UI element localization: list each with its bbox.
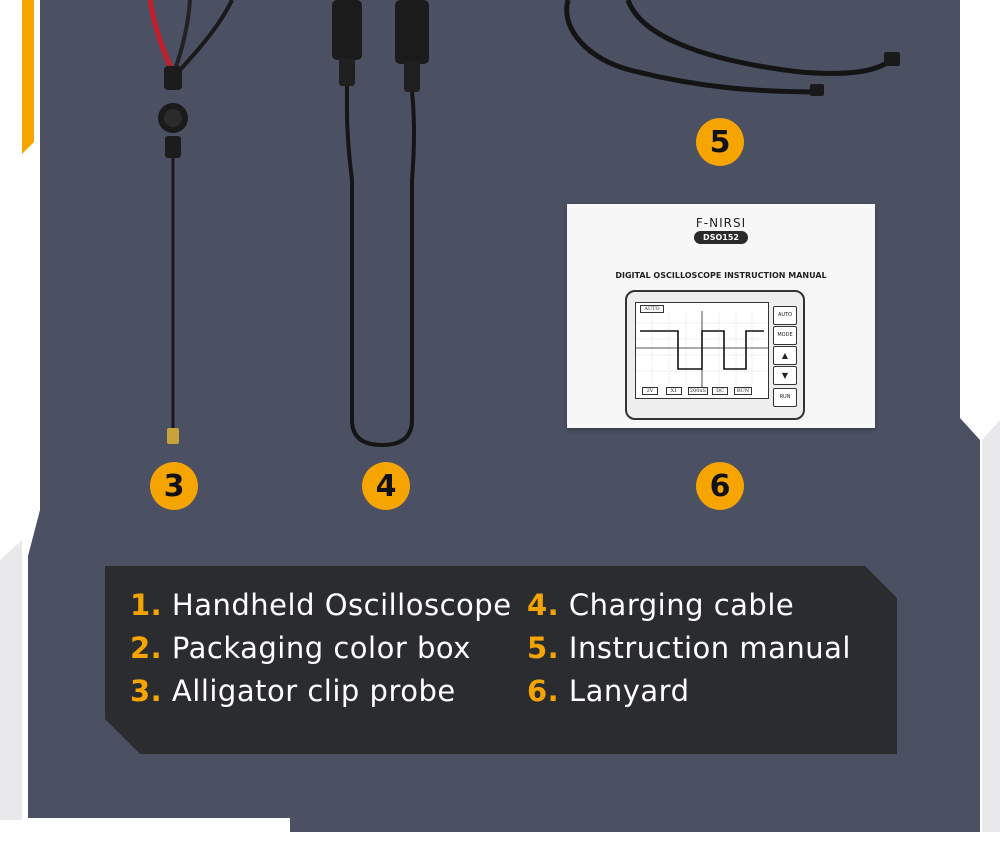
legend-number: 1. — [130, 588, 163, 622]
orange-accent-stripe — [22, 0, 34, 154]
device-button-auto: AUTO — [773, 306, 797, 325]
legend-text: Alligator clip probe — [171, 674, 456, 708]
manual-brand: F-NIRSI — [695, 216, 747, 230]
badge-4: 4 — [362, 462, 410, 510]
gray-corner-right — [982, 420, 1000, 832]
lanyard-image — [564, 0, 900, 96]
orange-accent-stripe-lower — [0, 540, 22, 820]
device-button-up: ▲ — [773, 346, 797, 365]
legend-number: 6. — [527, 674, 560, 708]
legend-number: 4. — [527, 588, 560, 622]
legend-number: 3. — [130, 674, 163, 708]
alligator-probe-image — [147, 0, 234, 444]
legend-text: Handheld Oscilloscope — [171, 588, 512, 622]
legend-item-1: 1. Handheld Oscilloscope — [130, 588, 512, 622]
square-waveform — [636, 311, 768, 387]
legend-item-5: 5. Instruction manual — [527, 631, 851, 665]
oscilloscope-screen: AUTO 2V X1 200uS DC RUN — [635, 302, 769, 399]
screen-mode-label: AUTO — [640, 305, 664, 313]
manual-model-badge: DSO152 — [694, 231, 748, 244]
legend-text: Charging cable — [568, 588, 795, 622]
screen-tag-timebase: 200uS — [688, 387, 708, 395]
device-button-down: ▼ — [773, 366, 797, 385]
legend-number: 5. — [527, 631, 560, 665]
oscilloscope-illustration: AUTO 2V X1 200uS DC RUN AUTO MODE ▲ ▼ RU… — [625, 290, 805, 420]
legend-item-6: 6. Lanyard — [527, 674, 689, 708]
legend-number: 2. — [130, 631, 163, 665]
badge-5: 5 — [696, 118, 744, 166]
legend-text: Instruction manual — [568, 631, 851, 665]
legend-panel — [105, 566, 897, 754]
manual-title: DIGITAL OSCILLOSCOPE INSTRUCTION MANUAL — [615, 271, 827, 280]
screen-tag-volts: 2V — [642, 387, 658, 395]
legend-item-2: 2. Packaging color box — [130, 631, 471, 665]
legend-text: Packaging color box — [171, 631, 471, 665]
legend-text: Lanyard — [568, 674, 690, 708]
screen-tag-coupling: DC — [712, 387, 728, 395]
device-button-run: RUN — [773, 388, 797, 407]
instruction-manual-image: F-NIRSI DSO152 DIGITAL OSCILLOSCOPE INST… — [567, 204, 875, 428]
screen-tag-run: RUN — [734, 387, 752, 395]
device-button-mode: MODE — [773, 326, 797, 345]
badge-6: 6 — [696, 462, 744, 510]
legend-item-3: 3. Alligator clip probe — [130, 674, 456, 708]
charging-cable-image — [332, 0, 429, 448]
screen-tag-probe: X1 — [666, 387, 682, 395]
badge-3: 3 — [150, 462, 198, 510]
legend-item-4: 4. Charging cable — [527, 588, 794, 622]
